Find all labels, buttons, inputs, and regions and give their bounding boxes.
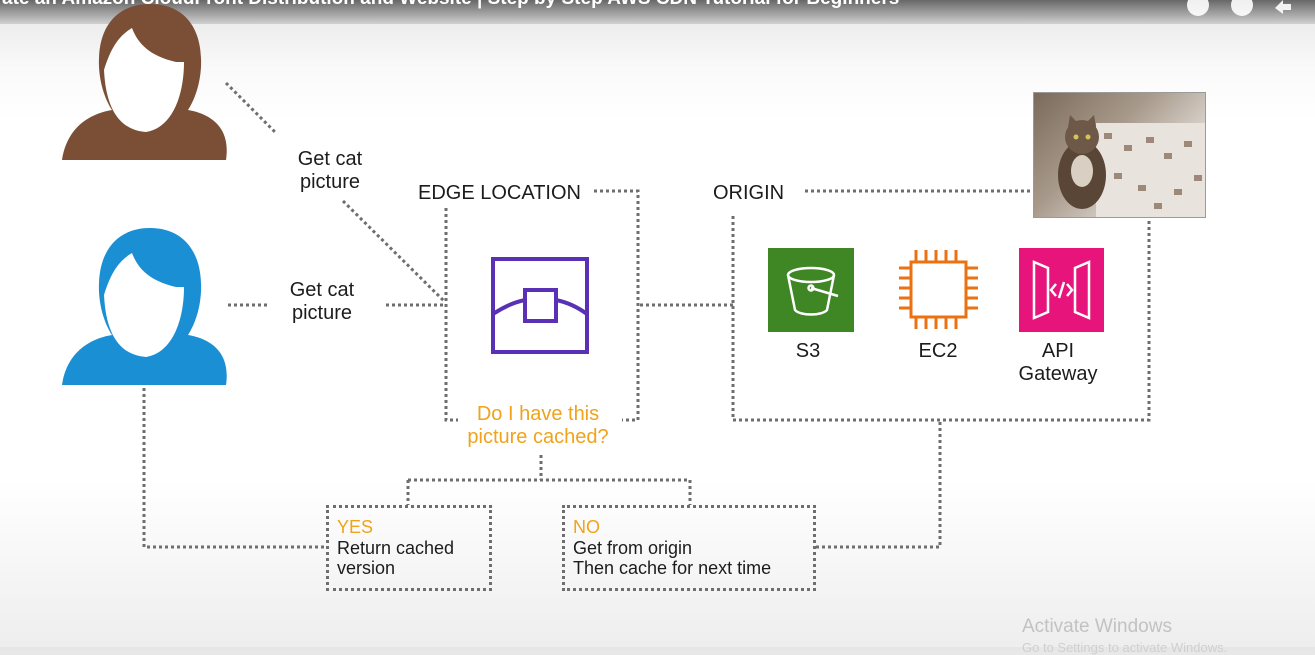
connector-question-split (406, 455, 692, 505)
edge-location-bracket-right (594, 189, 640, 422)
connector-top-user-to-label (224, 81, 278, 135)
ec2-chip-icon (899, 250, 978, 329)
activate-windows-subtext: Go to Settings to activate Windows. (1022, 640, 1228, 655)
cat-photo (1033, 92, 1206, 218)
help-icon[interactable] (1185, 0, 1211, 18)
api-gateway-icon (1019, 248, 1104, 332)
no-box: NO Get from origin Then cache for next t… (562, 505, 816, 591)
no-line-2: Then cache for next time (573, 558, 772, 578)
origin-label: ORIGIN (713, 182, 785, 204)
video-title-bar: ate an Amazon CloudFront Distribution an… (0, 0, 1315, 24)
cache-question-label: Do I have this picture cached? (467, 403, 609, 448)
s3-label: S3 (795, 340, 821, 362)
user-bottom-request-label: Get cat picture (289, 279, 355, 324)
edge-location-icon (491, 257, 589, 354)
origin-bracket (731, 216, 1151, 422)
yes-line-2: version (337, 558, 396, 578)
no-title: NO (573, 517, 600, 537)
yes-title: YES (337, 517, 374, 537)
edge-location-label: EDGE LOCATION (418, 182, 581, 204)
no-line-1: Get from origin (573, 538, 693, 558)
yes-line-1: Return cached (337, 538, 455, 558)
yes-box: YES Return cached version (326, 505, 492, 591)
connector-user-to-yes (142, 388, 326, 549)
api-gateway-label: API Gateway (1018, 340, 1098, 385)
s3-bucket-icon (768, 248, 854, 332)
ec2-label: EC2 (918, 340, 958, 362)
user-top-request-label: Get cat picture (297, 148, 363, 193)
cat-image-icon (1058, 115, 1205, 217)
share-icon[interactable] (1272, 0, 1294, 16)
edge-location-bracket (444, 208, 458, 422)
video-title: ate an Amazon CloudFront Distribution an… (2, 0, 899, 10)
activate-windows-watermark: Activate Windows (1022, 616, 1172, 637)
connector-no-to-origin (816, 422, 942, 549)
clock-icon[interactable] (1229, 0, 1255, 18)
